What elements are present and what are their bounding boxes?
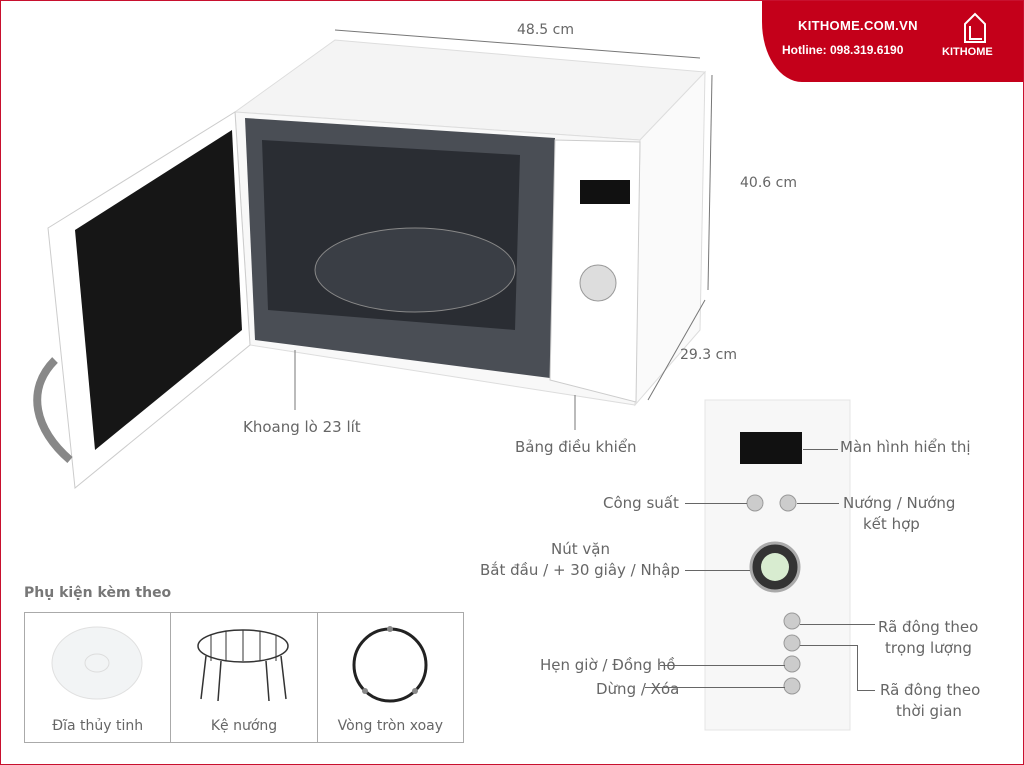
depth-dimension: 29.3 cm bbox=[680, 347, 737, 363]
accessory-label: Đĩa thủy tinh bbox=[52, 718, 144, 734]
hotline: Hotline: 098.319.6190 bbox=[782, 43, 904, 57]
accessories-title: Phụ kiện kèm theo bbox=[24, 585, 172, 601]
roller-ring-icon bbox=[352, 626, 428, 703]
defrost-time-label-2: thời gian bbox=[896, 702, 962, 720]
defrost-time-label: Rã đông theo bbox=[880, 681, 981, 699]
defrost-weight-button bbox=[783, 612, 801, 630]
display-label: Màn hình hiển thị bbox=[840, 438, 971, 456]
defrost-weight-label: Rã đông theo bbox=[878, 618, 979, 636]
door-handle bbox=[33, 357, 73, 464]
power-label: Công suất bbox=[603, 494, 679, 512]
house-logo-icon bbox=[964, 12, 986, 43]
defrost-weight-label-2: trọng lượng bbox=[885, 639, 972, 657]
accessory-label: Kệ nướng bbox=[210, 718, 278, 734]
accessory-glass-plate: Đĩa thủy tinh bbox=[25, 613, 172, 742]
grill-button bbox=[779, 494, 797, 512]
accessory-label: Vòng tròn xoay bbox=[337, 718, 444, 734]
display-screen bbox=[740, 432, 802, 464]
grill-label: Nướng / Nướng bbox=[843, 494, 956, 512]
height-dimension: 40.6 cm bbox=[740, 175, 797, 191]
accessory-roller-ring: Vòng tròn xoay bbox=[318, 613, 463, 742]
accessories-table: Đĩa thủy tinh Kệ nướng Vòng tròn xoay bbox=[24, 612, 464, 743]
grill-label-2: kết hợp bbox=[863, 515, 920, 533]
timer-label: Hẹn giờ / Đồng hồ bbox=[540, 656, 676, 674]
accessory-grill-rack: Kệ nướng bbox=[171, 613, 318, 742]
grill-rack-icon bbox=[197, 629, 290, 702]
stop-button bbox=[783, 677, 801, 695]
cavity-label: Khoang lò 23 lít bbox=[243, 418, 361, 436]
stop-label: Dừng / Xóa bbox=[596, 680, 680, 698]
microwave-image bbox=[33, 29, 713, 489]
brand-name: KITHOME bbox=[942, 46, 993, 58]
width-dimension: 48.5 cm bbox=[517, 22, 574, 38]
glass-plate-icon bbox=[51, 626, 143, 700]
site-url: KITHOME.COM.VN bbox=[798, 18, 918, 33]
defrost-time-button bbox=[783, 634, 801, 652]
timer-button bbox=[783, 655, 801, 673]
brand-banner: KITHOME.COM.VN Hotline: 098.319.6190 KIT… bbox=[762, 0, 1024, 82]
control-panel-label: Bảng điều khiển bbox=[515, 438, 637, 456]
knob-label: Nút vặn bbox=[551, 540, 610, 558]
glass-tray bbox=[314, 227, 516, 313]
power-button bbox=[746, 494, 764, 512]
knob-label-2: Bắt đầu / + 30 giây / Nhập bbox=[480, 561, 680, 579]
control-panel-closeup bbox=[704, 399, 851, 731]
